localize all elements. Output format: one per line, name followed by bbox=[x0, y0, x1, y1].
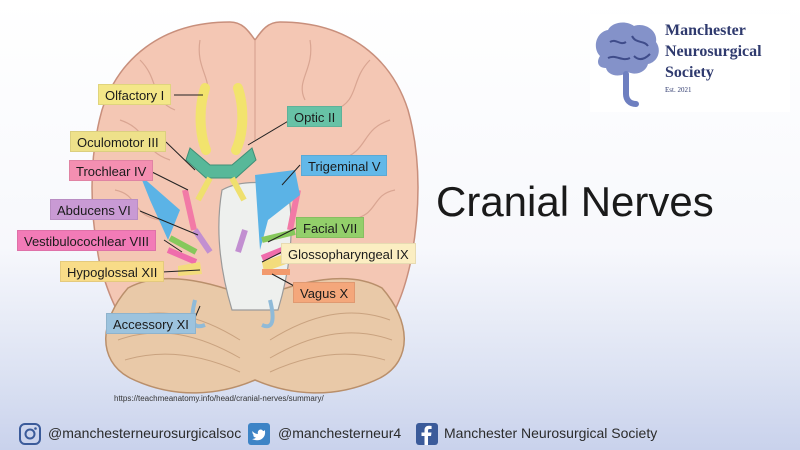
label-glossopharyngeal: Glossopharyngeal IX bbox=[281, 243, 416, 264]
glossopharyngeal-nerve bbox=[178, 262, 202, 276]
label-trochlear: Trochlear IV bbox=[69, 160, 154, 181]
label-oculomotor: Oculomotor III bbox=[70, 131, 166, 152]
label-accessory: Accessory XI bbox=[106, 313, 196, 334]
twitter-icon[interactable] bbox=[248, 423, 270, 445]
facebook-icon[interactable] bbox=[416, 423, 438, 445]
label-abducens: Abducens VI bbox=[50, 199, 138, 220]
label-hypoglossal: Hypoglossal XII bbox=[60, 261, 165, 282]
label-olfactory: Olfactory I bbox=[98, 84, 172, 105]
brain-head-icon bbox=[595, 22, 659, 107]
facial-nerve bbox=[261, 229, 296, 243]
olfactory-nerve bbox=[195, 83, 211, 155]
source-url: https://teachmeanatomy.info/head/cranial… bbox=[114, 394, 324, 403]
vestibulocochlear-nerve bbox=[166, 247, 198, 265]
slide-title: Cranial Nerves bbox=[436, 178, 714, 225]
label-optic: Optic II bbox=[287, 106, 343, 127]
oculomotor-nerve bbox=[195, 176, 213, 202]
vestibulocochlear-nerve bbox=[260, 247, 284, 261]
instagram-icon[interactable] bbox=[19, 423, 41, 445]
logo-est: Est. 2021 bbox=[665, 86, 692, 94]
oculomotor-nerve bbox=[229, 176, 247, 202]
abducens-nerve bbox=[235, 229, 248, 253]
accessory-nerve bbox=[261, 299, 275, 329]
trochlear-nerve bbox=[182, 189, 197, 231]
footer: @manchesterneurosurgicalsoc @manchestern… bbox=[0, 414, 800, 450]
logo-line-1: Manchester bbox=[665, 22, 746, 39]
facebook-handle[interactable]: Manchester Neurosurgical Society bbox=[444, 425, 658, 441]
abducens-nerve bbox=[192, 228, 213, 254]
twitter-handle[interactable]: @manchesterneur4 bbox=[278, 425, 402, 441]
label-trigeminal: Trigeminal V bbox=[301, 155, 388, 176]
glossopharyngeal-nerve bbox=[262, 254, 286, 272]
logo-line-2: Neurosurgical bbox=[665, 43, 762, 60]
instagram-handle[interactable]: @manchesterneurosurgicalsoc bbox=[48, 425, 242, 441]
olfactory-nerve bbox=[231, 83, 248, 155]
label-vestibulocochlear: Vestibulocochlear VIII bbox=[17, 230, 157, 251]
logo-line-3: Society bbox=[665, 64, 714, 81]
label-facial: Facial VII bbox=[296, 217, 365, 238]
label-vagus: Vagus X bbox=[293, 282, 356, 303]
society-logo: Manchester Neurosurgical Society Est. 20… bbox=[590, 14, 790, 112]
facial-nerve bbox=[168, 235, 198, 255]
leader-lines bbox=[139, 94, 301, 321]
trigeminal-nerve bbox=[255, 170, 300, 250]
optic-chiasm bbox=[185, 147, 257, 179]
